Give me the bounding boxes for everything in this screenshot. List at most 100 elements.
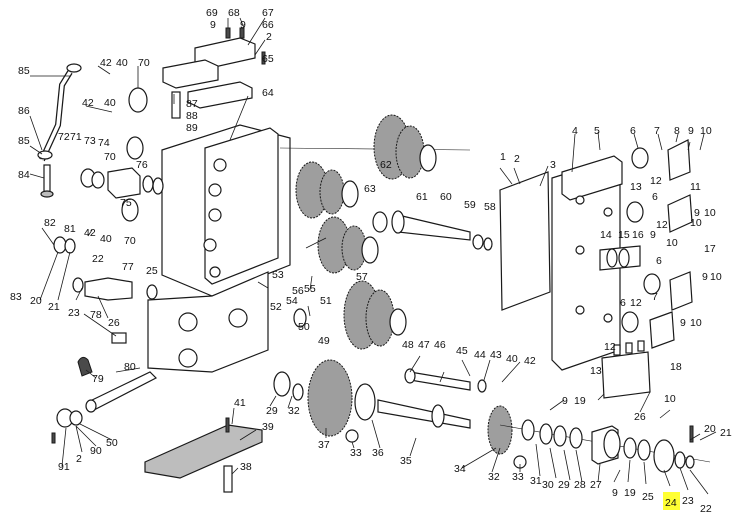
callout: 39 [262, 421, 274, 433]
callout: 42 [524, 355, 536, 367]
callout: 41 [234, 397, 246, 409]
callout: 16 [632, 229, 644, 241]
callout: 38 [240, 461, 252, 473]
bottom-cover-plate [144, 417, 263, 493]
callout: 70 [124, 235, 136, 247]
callout: 70 [104, 151, 116, 163]
callout: 33 [512, 471, 524, 483]
callout: 12 [604, 341, 616, 353]
lower-right-parts [499, 419, 711, 473]
callout: 90 [90, 445, 102, 457]
callout: 47 [418, 339, 430, 351]
callout: 61 [416, 191, 428, 203]
callout: 68 [228, 7, 240, 19]
callout: 45 [456, 345, 468, 357]
callout: 57 [356, 271, 368, 283]
callout: 6 [652, 191, 658, 203]
callout: 43 [490, 349, 502, 361]
callout: 21 [720, 427, 732, 439]
callout: 10 [666, 237, 678, 249]
callout: 54 [286, 295, 298, 307]
callout: 88 [186, 110, 198, 122]
callout: 6 [620, 297, 626, 309]
callout: 60 [440, 191, 452, 203]
callout: 35 [400, 455, 412, 467]
callout: 82 [44, 217, 56, 229]
callout: 80 [124, 361, 136, 373]
callout: 1 [500, 151, 506, 163]
callout: 70 [138, 57, 150, 69]
callout: 21 [48, 301, 60, 313]
callout: 75 [120, 197, 132, 209]
callout: 32 [488, 471, 500, 483]
callout: 27 [590, 479, 602, 491]
callout: 10 [690, 217, 702, 229]
callout: 81 [64, 223, 76, 235]
callout: 7 [652, 291, 658, 303]
callout: 9 [210, 19, 216, 31]
callout: 10 [700, 125, 712, 137]
callout: 17 [704, 243, 716, 255]
callout: 30 [542, 479, 554, 491]
callout: 25 [642, 491, 654, 503]
callout: 34 [454, 463, 466, 475]
callout: 10 [704, 207, 716, 219]
callout: 73 [84, 135, 96, 147]
callout: 50 [298, 321, 310, 333]
callout: 74 [98, 137, 110, 149]
callout: 12 [656, 219, 668, 231]
callout: 51 [320, 295, 332, 307]
callout-labels: 69 9 68 9 67 66 2 65 85 42 40 70 87 88 8… [10, 7, 732, 515]
callout: 9 [650, 229, 656, 241]
callout-24-highlight [663, 492, 680, 510]
callout: 5 [594, 125, 600, 137]
callout: 52 [270, 301, 282, 313]
callout: 62 [380, 159, 392, 171]
callout: 71 [70, 131, 82, 143]
callout: 29 [558, 479, 570, 491]
callout: 40 [506, 353, 518, 365]
callout: 14 [600, 229, 612, 241]
callout: 20 [704, 423, 716, 435]
callout: 10 [664, 393, 676, 405]
callout: 56 [292, 285, 304, 297]
callout: 33 [350, 447, 362, 459]
callout: 28 [574, 479, 586, 491]
callout: 9 [562, 395, 568, 407]
callout: 83 [10, 291, 22, 303]
callout: 36 [372, 447, 384, 459]
callout: 29 [266, 405, 278, 417]
callout: 20 [30, 295, 42, 307]
right-plates [499, 139, 693, 399]
callout-24: 24 [665, 497, 677, 509]
callout: 10 [690, 317, 702, 329]
callout: 22 [700, 503, 712, 515]
callout: 79 [92, 373, 104, 385]
callout: 63 [364, 183, 376, 195]
callout: 87 [186, 98, 198, 110]
callout: 49 [318, 335, 330, 347]
callout: 44 [474, 349, 486, 361]
callout: 85 [18, 135, 30, 147]
callout: 9 [240, 19, 246, 31]
callout: 42 [82, 97, 94, 109]
callout: 26 [634, 411, 646, 423]
shafts [273, 359, 513, 455]
callout: 40 [104, 97, 116, 109]
callout: 91 [58, 461, 70, 473]
callout: 3 [550, 159, 556, 171]
callout: 8 [674, 125, 680, 137]
callout: 7 [654, 125, 660, 137]
callout: 67 [262, 7, 274, 19]
callout: 40 [116, 57, 128, 69]
callout: 59 [464, 199, 476, 211]
callout: 9 [688, 125, 694, 137]
callout: 53 [272, 269, 284, 281]
callout: 64 [262, 87, 274, 99]
callout: 26 [108, 317, 120, 329]
callout: 12 [650, 175, 662, 187]
callout: 66 [262, 19, 274, 31]
callout: 9 [702, 271, 708, 283]
